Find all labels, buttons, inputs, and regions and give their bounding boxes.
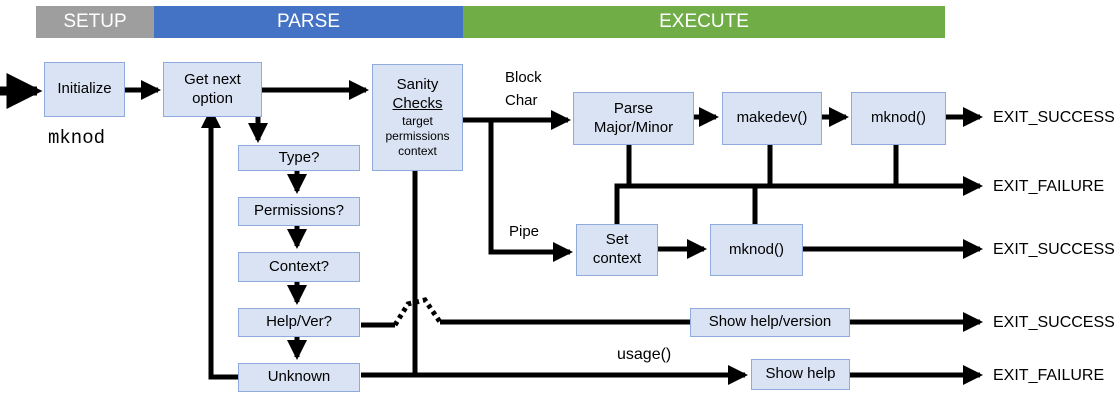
node-mknod-pipe: mknod() xyxy=(710,224,803,276)
edge-label-pipe: Pipe xyxy=(509,223,540,240)
edge-loop-back xyxy=(201,108,240,380)
node-parse-major-minor-label: Parse Major/Minor xyxy=(593,99,674,136)
node-get-next-option-label: Get next option xyxy=(184,70,241,107)
node-type: Type? xyxy=(238,145,360,171)
node-show-help-version-label: Show help/version xyxy=(708,313,832,331)
node-makedev: makedev() xyxy=(722,92,822,145)
node-unknown: Unknown xyxy=(238,363,360,392)
edge-label-block: Block xyxy=(505,69,542,86)
phase-execute: EXECUTE xyxy=(463,6,945,38)
exit-failure-help: EXIT_FAILURE xyxy=(993,367,1105,384)
phase-setup-label: SETUP xyxy=(63,11,127,32)
node-show-help-label: Show help xyxy=(765,365,836,383)
node-mknod-pipe-label: mknod() xyxy=(728,240,784,258)
node-permissions-label: Permissions? xyxy=(253,202,345,220)
node-initialize: Initialize xyxy=(44,62,125,117)
phase-parse-label: PARSE xyxy=(276,11,340,32)
node-show-help: Show help xyxy=(751,359,850,390)
phase-setup: SETUP xyxy=(36,6,154,38)
node-context: Context? xyxy=(238,252,360,282)
node-sanity-item-context: context xyxy=(398,143,437,158)
node-help-ver: Help/Ver? xyxy=(238,308,360,337)
node-sanity-title: Sanity xyxy=(396,76,439,94)
program-name: mknod xyxy=(48,127,106,149)
node-set-context-label: Set context xyxy=(592,231,642,267)
node-permissions: Permissions? xyxy=(238,197,360,226)
exit-success-block: EXIT_SUCCESS xyxy=(993,109,1115,126)
edge-label-usage: usage() xyxy=(617,346,672,363)
node-sanity-item-permissions: permissions xyxy=(385,128,450,143)
node-mknod-block: mknod() xyxy=(851,92,946,145)
edge-fail-bus xyxy=(614,176,983,212)
node-type-label: Type? xyxy=(278,148,320,166)
edge-label-char: Char xyxy=(505,92,538,109)
phase-parse: PARSE xyxy=(154,6,463,38)
node-sanity-item-target: target xyxy=(402,113,433,128)
node-sanity-checks: Sanity Checks target permissions context xyxy=(372,64,463,171)
phase-execute-label: EXECUTE xyxy=(659,11,749,32)
node-initialize-label: Initialize xyxy=(57,80,112,98)
exit-success-help: EXIT_SUCCESS xyxy=(993,314,1115,331)
node-context-label: Context? xyxy=(268,257,330,275)
node-help-ver-label: Help/Ver? xyxy=(266,313,332,331)
node-get-next-option: Get next option xyxy=(163,62,262,117)
node-sanity-checks-label: Checks xyxy=(392,95,443,112)
exit-failure-execute: EXIT_FAILURE xyxy=(993,178,1105,195)
edge-sanity-pipe xyxy=(488,120,573,262)
node-mknod-block-label: mknod() xyxy=(870,109,926,127)
exit-success-pipe: EXIT_SUCCESS xyxy=(993,241,1115,258)
node-unknown-label: Unknown xyxy=(267,368,331,386)
node-makedev-label: makedev() xyxy=(736,109,808,127)
node-set-context: Set context xyxy=(576,224,658,276)
node-show-help-version: Show help/version xyxy=(690,308,850,337)
node-parse-major-minor: Parse Major/Minor xyxy=(573,92,694,145)
